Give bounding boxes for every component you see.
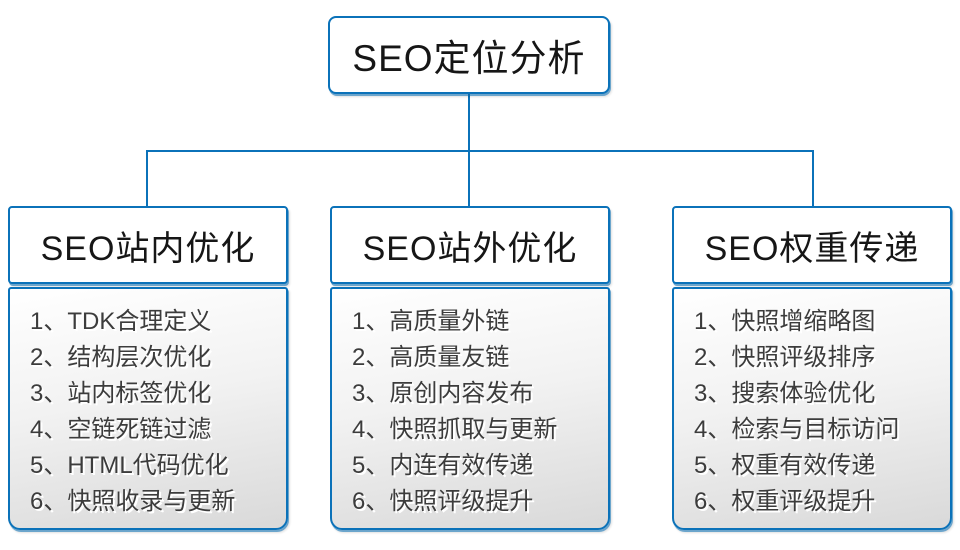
list-item: 1、高质量外链 [352, 307, 510, 335]
branch-title: SEO权重传递 [704, 229, 920, 268]
branch-title: SEO站外优化 [362, 229, 578, 268]
branch-header-onsite: SEO站内优化 [8, 206, 288, 284]
branch-list-offsite: 1、高质量外链 2、高质量友链 3、原创内容发布 4、快照抓取与更新 5、内连有… [330, 287, 610, 530]
list-item: 2、结构层次优化 [30, 343, 212, 371]
list-item: 1、TDK合理定义 [30, 307, 212, 335]
branch-header-offsite: SEO站外优化 [330, 206, 610, 284]
list-item: 5、权重有效传递 [694, 451, 876, 479]
list-item: 1、快照增缩略图 [694, 307, 876, 335]
list-item: 4、快照抓取与更新 [352, 415, 558, 443]
list-item: 3、搜索体验优化 [694, 379, 876, 407]
list-item: 2、快照评级排序 [694, 343, 876, 371]
branch-list-onsite: 1、TDK合理定义 2、结构层次优化 3、站内标签优化 4、空链死链过滤 5、H… [8, 287, 288, 530]
list-item: 3、站内标签优化 [30, 379, 212, 407]
list-item: 3、原创内容发布 [352, 379, 534, 407]
list-item: 6、快照评级提升 [352, 487, 534, 515]
list-item: 6、权重评级提升 [694, 487, 876, 515]
root-node-label: SEO定位分析 [352, 38, 586, 79]
list-item: 4、检索与目标访问 [694, 415, 900, 443]
list-item: 5、内连有效传递 [352, 451, 534, 479]
branch-list-weight: 1、快照增缩略图 2、快照评级排序 3、搜索体验优化 4、检索与目标访问 5、权… [672, 287, 952, 530]
list-item: 4、空链死链过滤 [30, 415, 212, 443]
list-item: 5、HTML代码优化 [30, 451, 229, 479]
branch-header-weight: SEO权重传递 [672, 206, 952, 284]
root-node: SEO定位分析 [328, 16, 610, 94]
branch-title: SEO站内优化 [40, 229, 256, 268]
list-item: 2、高质量友链 [352, 343, 510, 371]
list-item: 6、快照收录与更新 [30, 487, 236, 515]
